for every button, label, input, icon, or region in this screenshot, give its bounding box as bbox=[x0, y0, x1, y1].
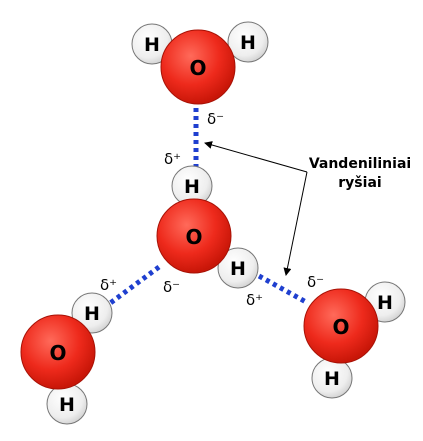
delta-plus-label: δ⁺ bbox=[246, 291, 263, 309]
oxygen-label: O bbox=[49, 341, 66, 365]
oxygen-label: O bbox=[189, 56, 206, 80]
delta-plus-label: δ⁺ bbox=[100, 276, 117, 294]
delta-plus-label: δ⁺ bbox=[164, 150, 181, 168]
molecule-left: H H O bbox=[20, 292, 113, 425]
annotation-arrow-up bbox=[204, 141, 308, 173]
hydrogen-label: H bbox=[84, 303, 100, 325]
oxygen-atom bbox=[160, 29, 236, 105]
hydrogen-bonds bbox=[107, 108, 308, 307]
molecule-center: H H O bbox=[156, 165, 259, 289]
oxygen-label: O bbox=[332, 315, 349, 339]
hydrogen-atom bbox=[227, 21, 269, 63]
delta-minus-label: δ⁻ bbox=[207, 110, 224, 128]
oxygen-atom bbox=[20, 314, 96, 390]
hydrogen-label: H bbox=[184, 176, 200, 198]
hydrogen-label: H bbox=[324, 368, 340, 390]
delta-minus-label: δ⁻ bbox=[163, 278, 180, 296]
annotation-arrow-down bbox=[283, 171, 308, 276]
hbond-center-right bbox=[257, 273, 308, 305]
hydrogen-label: H bbox=[377, 292, 393, 314]
annotation: Vandeniliniai ryšiai bbox=[204, 141, 411, 276]
annotation-line-2: ryšiai bbox=[338, 175, 381, 191]
hydrogen-atom bbox=[71, 292, 113, 334]
oxygen-label: O bbox=[185, 225, 202, 249]
oxygen-atom bbox=[156, 198, 232, 274]
hbond-center-left bbox=[107, 264, 161, 307]
annotation-line-1: Vandeniliniai bbox=[309, 156, 411, 172]
hydrogen-label: H bbox=[144, 34, 160, 56]
hydrogen-label: H bbox=[230, 258, 246, 280]
hydrogen-label: H bbox=[59, 394, 75, 416]
hydrogen-atom bbox=[217, 247, 259, 289]
molecule-top: H H O bbox=[131, 21, 269, 105]
partial-charges: δ⁻ δ⁺ δ⁺ δ⁻ δ⁺ δ⁻ bbox=[100, 110, 324, 309]
hydrogen-label: H bbox=[240, 32, 256, 54]
delta-minus-label: δ⁻ bbox=[307, 273, 324, 291]
oxygen-atom bbox=[303, 288, 379, 364]
molecule-right: H H O bbox=[303, 281, 406, 399]
